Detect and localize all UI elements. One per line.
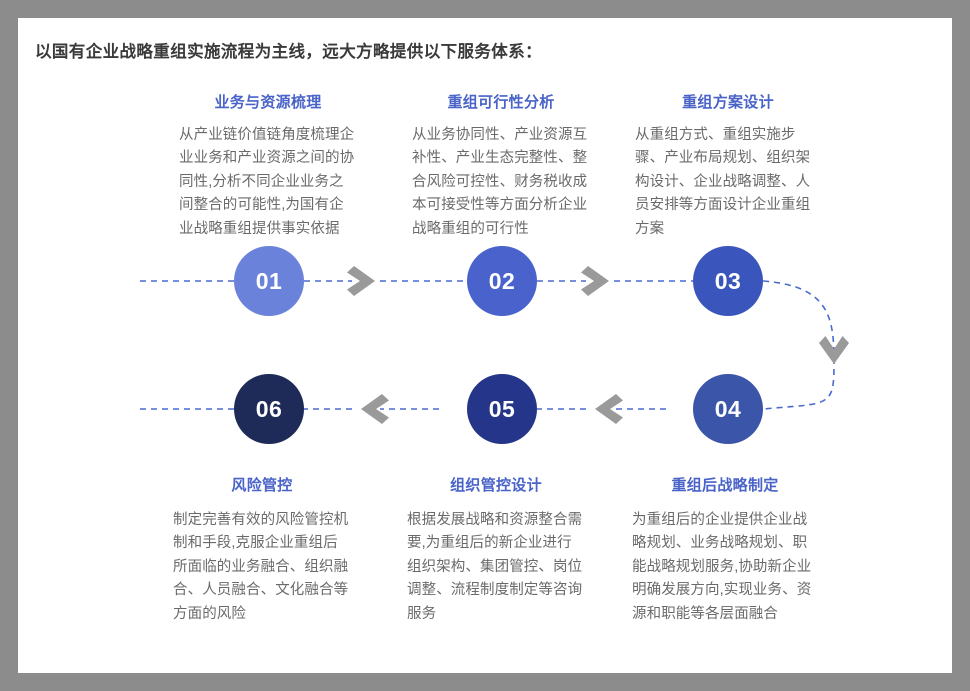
chevron-right-icon-02: [581, 266, 609, 296]
step-body-04: 为重组后的企业提供企业战略规划、业务战略规划、职能战略规划服务,协助新企业明确发…: [632, 512, 812, 622]
step-node-05[interactable]: 05: [467, 374, 537, 444]
step-block-04: 重组后战略制定 为重组后的企业提供企业战略规划、业务战略规划、职能战略规划服务,…: [632, 474, 818, 626]
step-block-05: 组织管控设计 根据发展战略和资源整合需要,为重组后的新企业进行组织架构、集团管控…: [407, 474, 585, 626]
infographic-canvas: 以国有企业战略重组实施流程为主线，远大方略提供以下服务体系： 01 02: [18, 18, 952, 673]
step-block-02: 重组可行性分析 从业务协同性、产业资源互补性、产业生态完整性、整合风险可控性、财…: [412, 91, 590, 241]
step-number-05: 05: [488, 395, 516, 422]
page-title: 以国有企业战略重组实施流程为主线，远大方略提供以下服务体系：: [35, 43, 542, 61]
step-block-01: 业务与资源梳理 从产业链价值链角度梳理企业业务和产业资源之间的协同性,分析不同企…: [179, 91, 357, 241]
step-number-03: 03: [714, 267, 742, 294]
step-title-03: 重组方案设计: [682, 94, 774, 111]
step-title-01: 业务与资源梳理: [214, 94, 322, 111]
step-node-06[interactable]: 06: [234, 374, 304, 444]
step-number-02: 02: [488, 267, 516, 294]
step-body-05: 根据发展战略和资源整合需要,为重组后的新企业进行组织架构、集团管控、岗位调整、流…: [407, 512, 583, 622]
step-body-01: 从产业链价值链角度梳理企业业务和产业资源之间的协同性,分析不同企业业务之间整合的…: [179, 127, 355, 237]
step-block-06: 风险管控 制定完善有效的风险管控机制和手段,克服企业重组后所面临的业务融合、组织…: [173, 474, 351, 626]
step-title-05: 组织管控设计: [450, 477, 542, 494]
step-body-03: 从重组方式、重组实施步骤、产业布局规划、组织架构设计、企业战略调整、人员安排等方…: [635, 127, 811, 237]
chevron-left-icon-05: [361, 394, 389, 424]
step-number-01: 01: [255, 267, 283, 294]
step-number-04: 04: [714, 395, 742, 422]
step-node-03[interactable]: 03: [693, 246, 763, 316]
step-title-02: 重组可行性分析: [447, 94, 555, 111]
step-body-06: 制定完善有效的风险管控机制和手段,克服企业重组后所面临的业务融合、组织融合、人员…: [173, 512, 349, 622]
chevron-left-icon-04: [595, 394, 623, 424]
step-number-06: 06: [255, 395, 283, 422]
chevron-down-icon-03: [819, 336, 849, 364]
step-node-02[interactable]: 02: [467, 246, 537, 316]
step-body-02: 从业务协同性、产业资源互补性、产业生态完整性、整合风险可控性、财务税收成本可接受…: [412, 127, 588, 237]
step-title-06: 风险管控: [231, 477, 293, 494]
chevron-right-icon-01: [347, 266, 375, 296]
step-title-04: 重组后战略制定: [671, 477, 779, 494]
step-block-03: 重组方案设计 从重组方式、重组实施步骤、产业布局规划、组织架构设计、企业战略调整…: [635, 91, 821, 241]
step-node-01[interactable]: 01: [234, 246, 304, 316]
step-node-04[interactable]: 04: [693, 374, 763, 444]
dash-curve-03-04: [762, 280, 835, 410]
